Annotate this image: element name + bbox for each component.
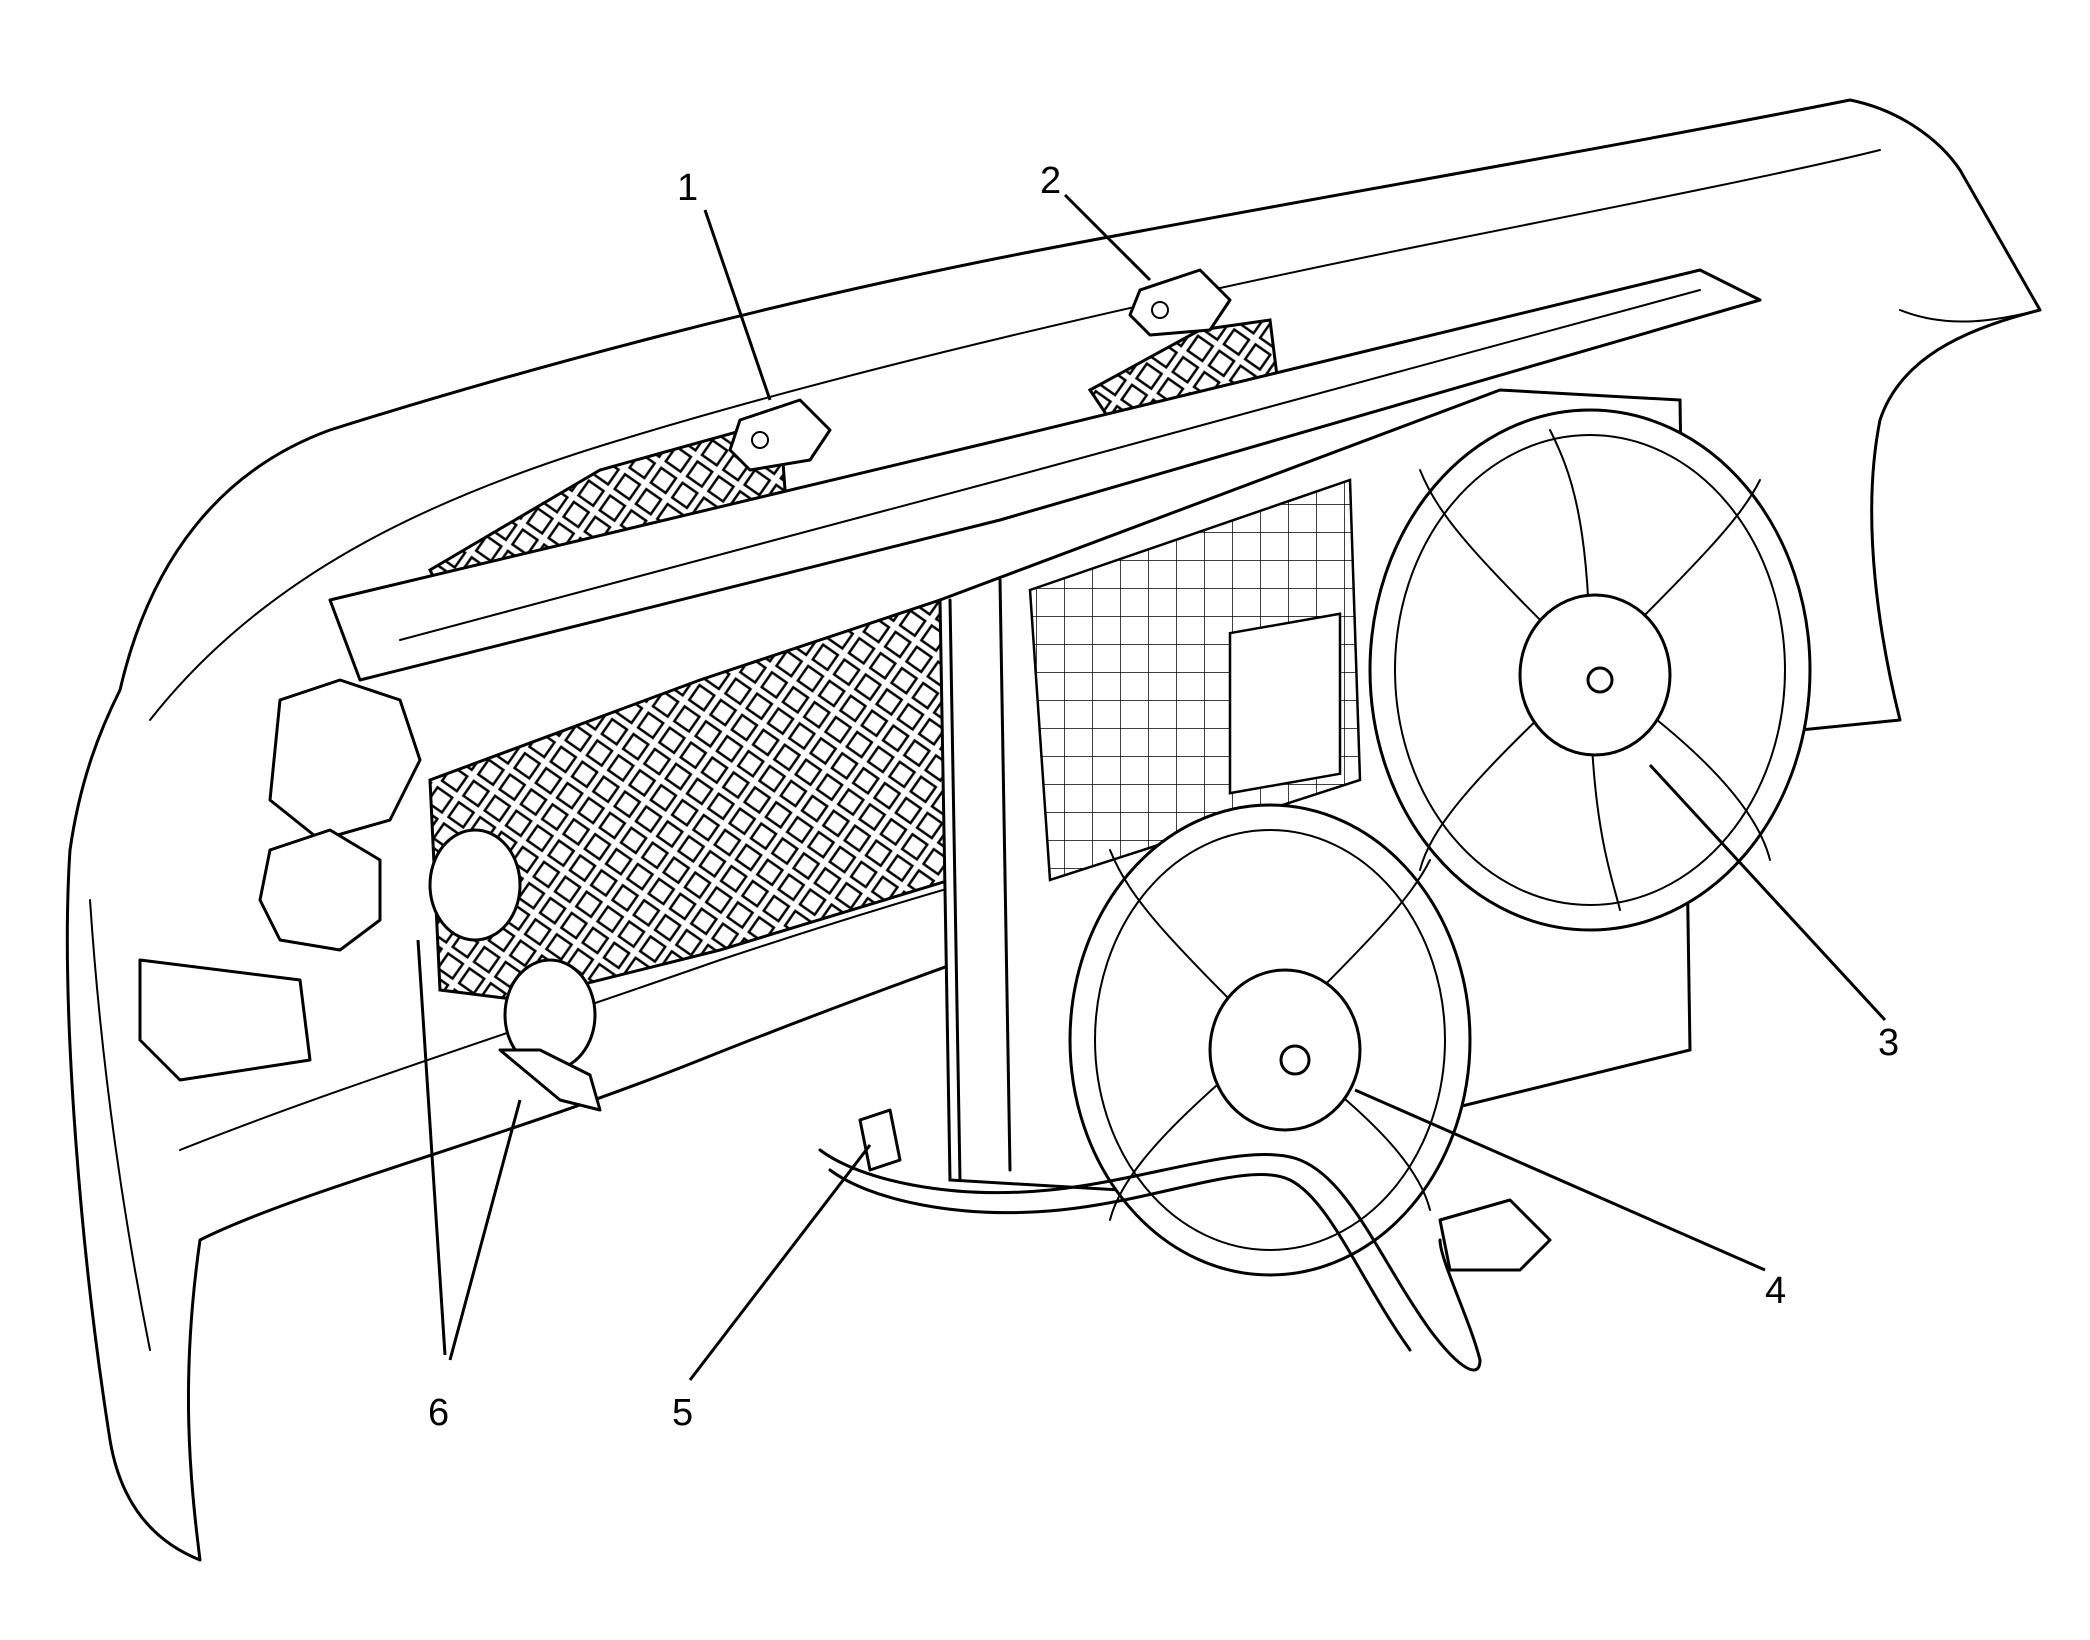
lower-grille-mesh: [428, 597, 952, 1002]
leader-line-4: [1354, 1088, 1766, 1272]
callout-6: 6: [428, 1392, 449, 1434]
leader-line-6b: [448, 1099, 522, 1361]
callout-1: 1: [677, 167, 698, 209]
leader-line-6a: [416, 939, 447, 1356]
leader-line-5: [688, 1144, 872, 1381]
callout-3: 3: [1878, 1022, 1899, 1064]
lamp-housings-left: [138, 678, 422, 1082]
sensor-item-1: [728, 398, 832, 472]
callout-2: 2: [1040, 160, 1061, 202]
leader-line-3: [1648, 763, 1887, 1022]
leader-lines: [416, 193, 1887, 1381]
cooling-fan-upper: [1368, 408, 1812, 932]
coolant-hoses: [818, 1108, 1552, 1372]
callout-5: 5: [672, 1392, 693, 1434]
horns: [428, 828, 602, 1112]
callout-labels: 1 2 3 4 5 6: [428, 160, 1899, 1434]
cooling-fan-lower: [1068, 803, 1472, 1277]
callout-4: 4: [1765, 1270, 1786, 1312]
sensor-item-2: [1128, 268, 1232, 337]
leader-line-1: [703, 209, 772, 401]
upper-radiator-support: [328, 268, 1762, 682]
leader-line-2: [1063, 193, 1152, 282]
